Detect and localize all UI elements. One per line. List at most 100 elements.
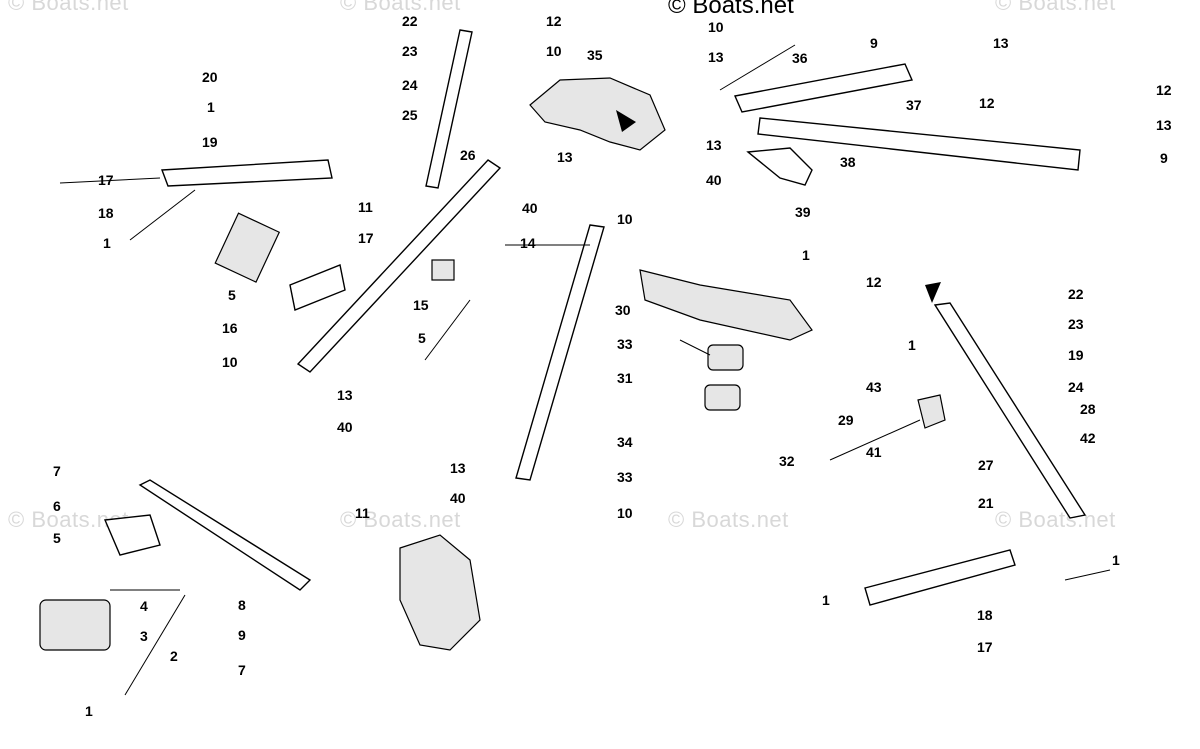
module-16 [214, 212, 281, 283]
bracket-38 [746, 147, 813, 186]
label-1: 1 [103, 235, 111, 251]
label-23: 23 [1068, 316, 1084, 332]
label-27: 27 [978, 457, 994, 473]
label-18: 18 [98, 205, 114, 221]
label-28: 28 [1080, 401, 1096, 417]
label-10: 10 [546, 43, 562, 59]
label-17: 17 [358, 230, 374, 246]
label-13: 13 [708, 49, 724, 65]
label-10: 10 [617, 505, 633, 521]
label-13: 13 [450, 460, 466, 476]
label-1: 1 [822, 592, 830, 608]
label-34: 34 [617, 434, 633, 450]
label-33: 33 [617, 336, 633, 352]
label-29: 29 [838, 412, 854, 428]
vertical-bar-23-right [933, 302, 1087, 519]
label-11: 11 [358, 199, 373, 215]
label-25: 25 [402, 107, 418, 123]
label-1: 1 [85, 703, 93, 719]
mount-30 [639, 269, 813, 341]
bracket-6 [103, 514, 161, 556]
label-15: 15 [413, 297, 429, 313]
label-38: 38 [840, 154, 856, 170]
label-40: 40 [522, 200, 538, 216]
label-14: 14 [520, 235, 536, 251]
label-12: 12 [979, 95, 995, 111]
tube-14 [296, 159, 502, 373]
copyright-text: © Boats.net [668, 0, 794, 19]
label-24: 24 [1068, 379, 1084, 395]
tube-37 [757, 117, 1081, 171]
label-9: 9 [238, 627, 246, 643]
label-7: 7 [238, 662, 246, 678]
watermark: © Boats.net [340, 507, 461, 532]
tube-36 [734, 63, 913, 113]
label-17: 17 [98, 172, 114, 188]
steering-housing-35 [529, 77, 666, 151]
watermark: © Boats.net [995, 507, 1116, 532]
tube-center [515, 224, 605, 481]
crossbar-18-right [864, 549, 1016, 606]
label-8: 8 [238, 597, 246, 613]
label-9: 9 [1160, 150, 1168, 166]
label-26: 26 [460, 147, 476, 163]
watermark: © Boats.net [8, 0, 129, 15]
label-13: 13 [337, 387, 353, 403]
label-1: 1 [802, 247, 810, 263]
frame-section [399, 534, 481, 651]
watermark: © Boats.net [995, 0, 1116, 15]
label-3: 3 [140, 628, 148, 644]
label-19: 19 [202, 134, 218, 150]
watermark: © Boats.net [340, 0, 461, 15]
label-1: 1 [908, 337, 916, 353]
label-39: 39 [795, 204, 811, 220]
label-41: 41 [866, 444, 882, 460]
motor-31b [704, 384, 741, 411]
label-40: 40 [706, 172, 722, 188]
clip-41 [917, 394, 946, 429]
lower-bar [138, 479, 312, 591]
label-2: 2 [170, 648, 178, 664]
label-5: 5 [228, 287, 236, 303]
motor-31 [707, 344, 744, 371]
label-37: 37 [906, 97, 922, 113]
label-35: 35 [587, 47, 603, 63]
clip-15 [431, 259, 455, 281]
label-22: 22 [1068, 286, 1084, 302]
label-10: 10 [617, 211, 633, 227]
label-10: 10 [222, 354, 238, 370]
label-5: 5 [53, 530, 61, 546]
label-40: 40 [337, 419, 353, 435]
label-36: 36 [792, 50, 808, 66]
label-17: 17 [977, 639, 993, 655]
label-9: 9 [870, 35, 878, 51]
label-43: 43 [866, 379, 882, 395]
label-33: 33 [617, 469, 633, 485]
bracket-5 [289, 264, 346, 311]
label-4: 4 [140, 598, 148, 614]
label-11: 11 [355, 505, 370, 521]
label-10: 10 [708, 19, 724, 35]
label-23: 23 [402, 43, 418, 59]
pointer-arrow [616, 110, 636, 132]
label-13: 13 [706, 137, 722, 153]
label-21: 21 [978, 495, 994, 511]
leader-lines [59, 44, 1111, 696]
label-20: 20 [202, 69, 218, 85]
label-32: 32 [779, 453, 795, 469]
label-13: 13 [557, 149, 573, 165]
label-13: 13 [993, 35, 1009, 51]
crossbar-18 [161, 159, 333, 187]
label-1: 1 [1112, 552, 1120, 568]
label-40: 40 [450, 490, 466, 506]
label-6: 6 [53, 498, 61, 514]
label-42: 42 [1080, 430, 1096, 446]
pointer-arrow [925, 282, 941, 303]
label-31: 31 [617, 370, 633, 386]
label-1: 1 [207, 99, 215, 115]
label-12: 12 [1156, 82, 1172, 98]
label-22: 22 [402, 13, 418, 29]
label-12: 12 [546, 13, 562, 29]
label-12: 12 [866, 274, 882, 290]
